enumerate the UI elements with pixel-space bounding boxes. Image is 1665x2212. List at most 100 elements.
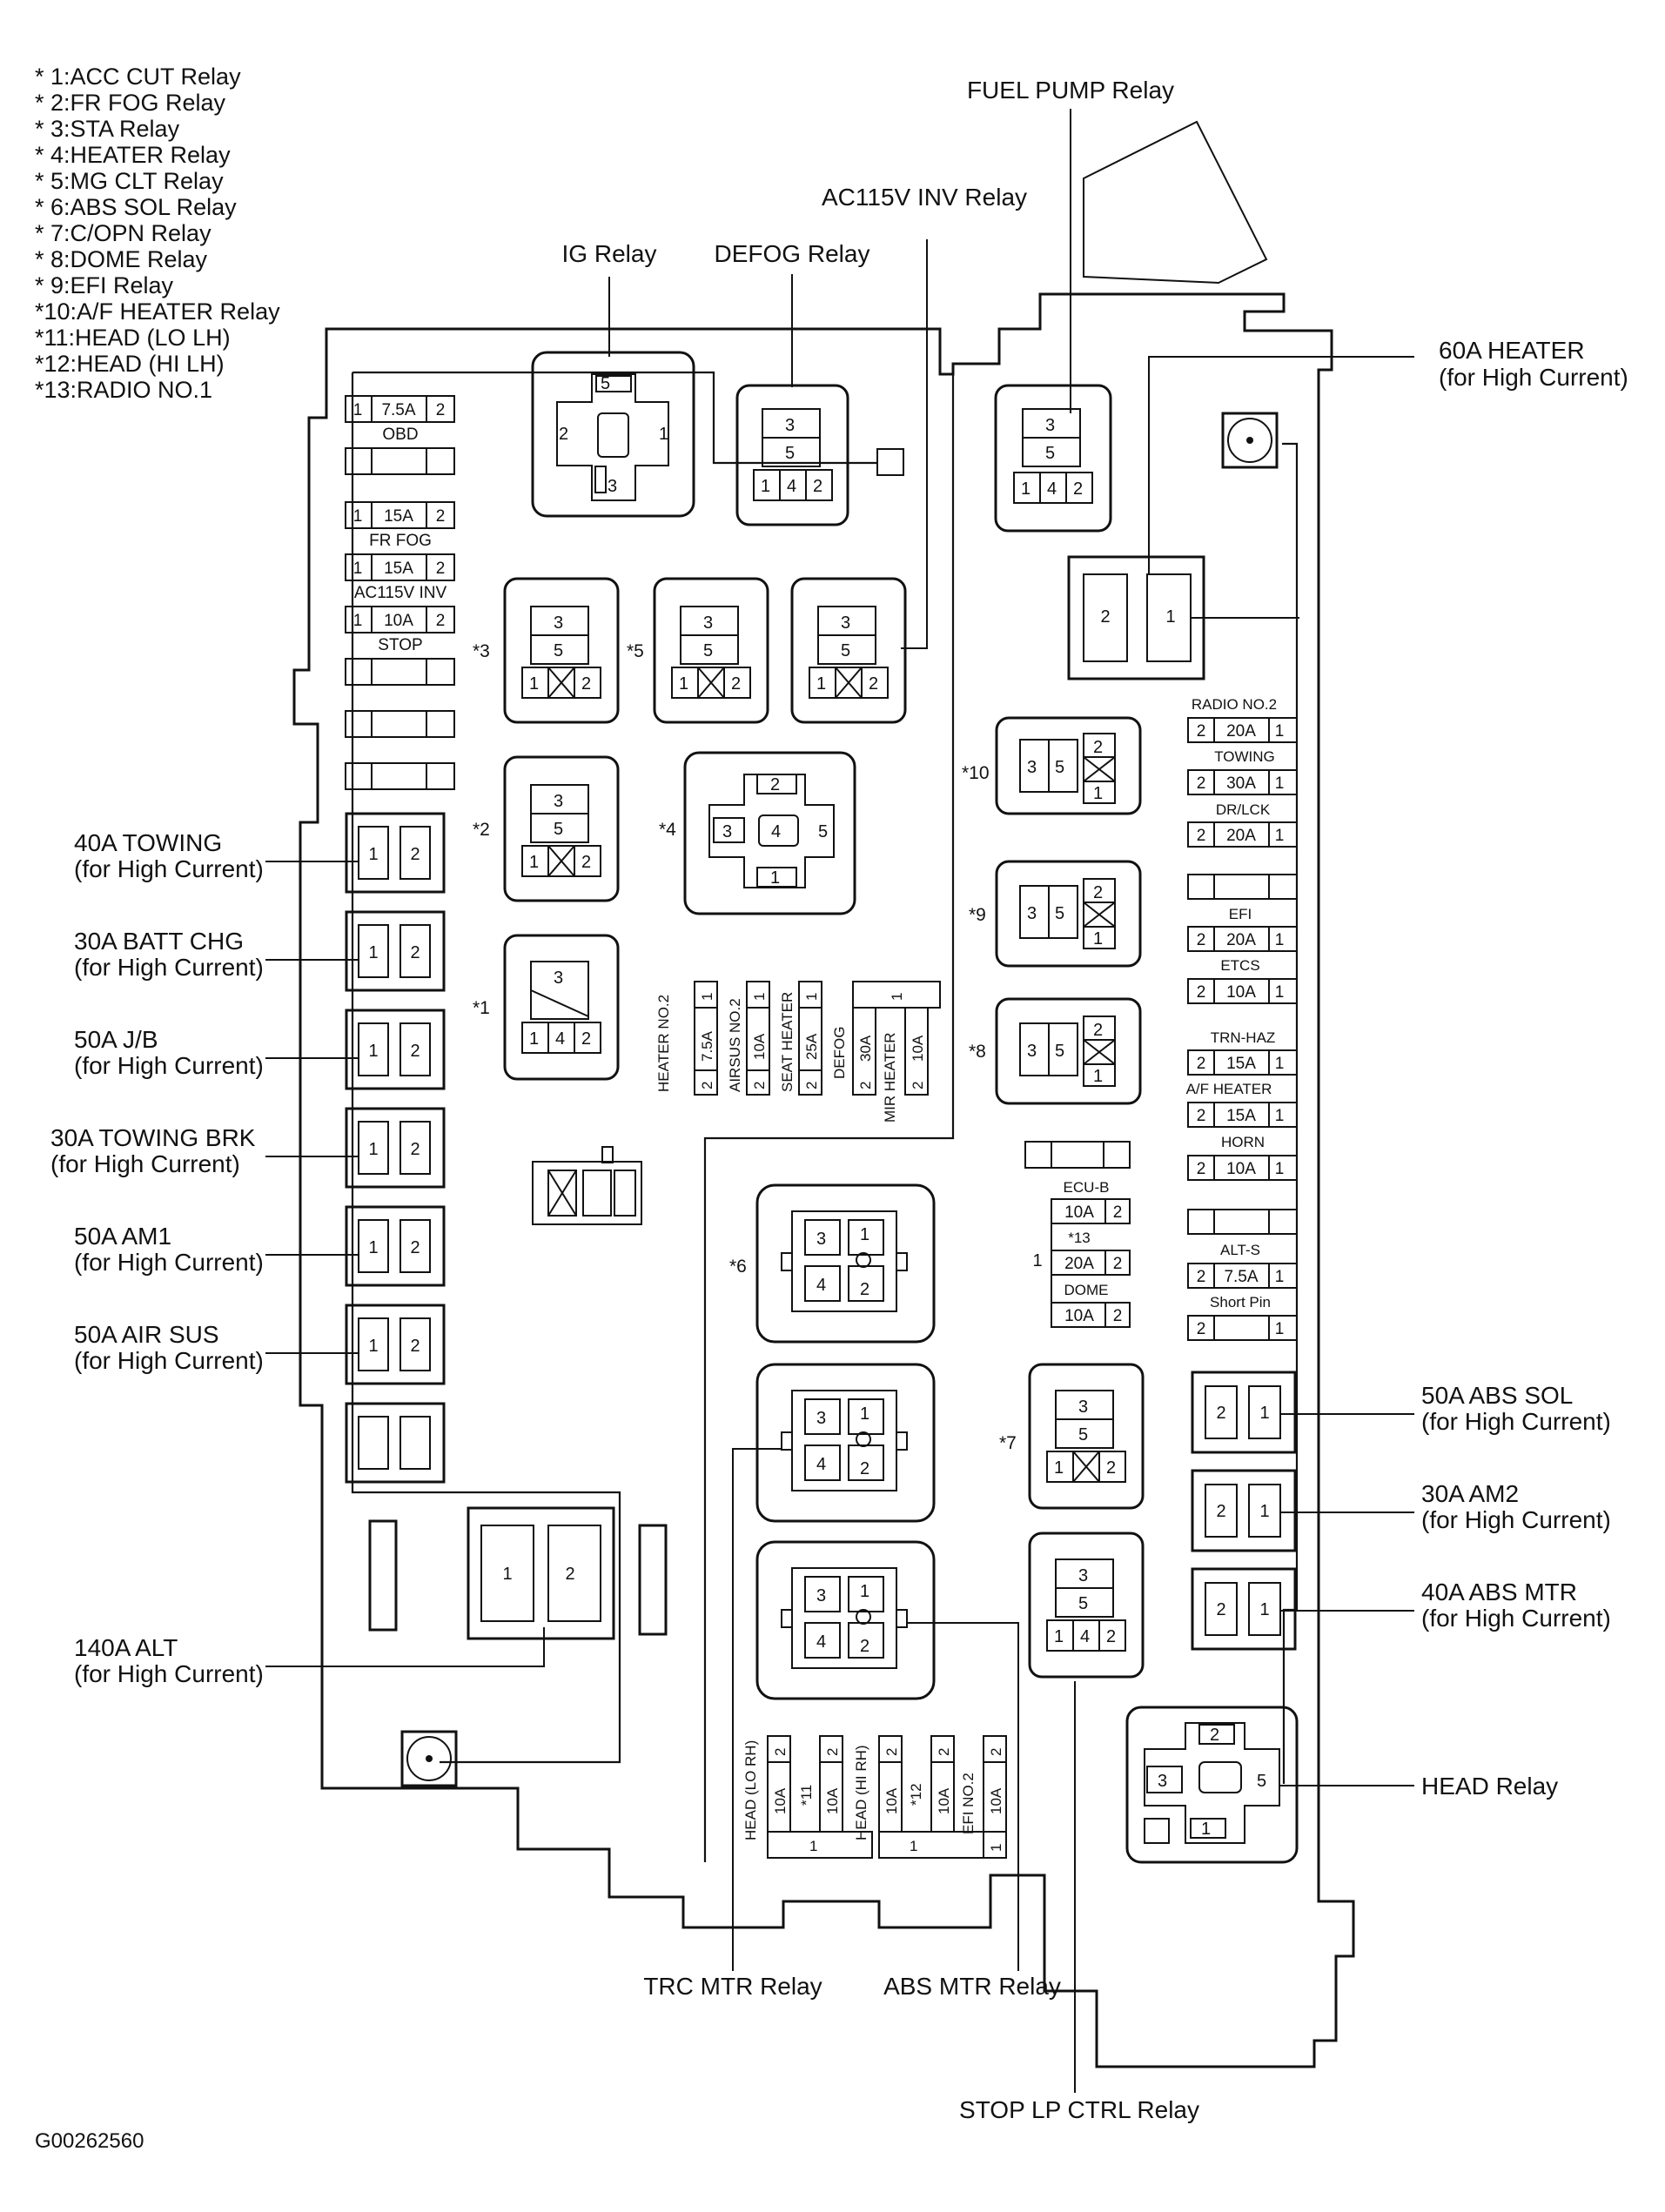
fuse-towing[interactable]: TOWING 2 30A 1 — [1187, 748, 1298, 795]
legend-line: * 7:C/OPN Relay — [35, 220, 211, 246]
legend-line: * 8:DOME Relay — [35, 246, 208, 272]
pin-label: 2 — [410, 1042, 420, 1061]
fuse-radio-no1[interactable]: *13 20A 2 — [1051, 1230, 1131, 1276]
fuse-amp: 10A — [751, 1033, 768, 1060]
fuse-defog[interactable]: DEFOG 30A 2 1 — [831, 981, 941, 1096]
head-relay[interactable]: 2 3 5 1 — [1125, 1706, 1299, 1864]
fuse-60a-heater[interactable]: 2 1 — [1067, 555, 1205, 680]
pin-label: 2 — [813, 477, 822, 496]
fuse-efi[interactable]: EFI 2 20A 1 — [1187, 906, 1298, 952]
spare-fuse-slot[interactable] — [1187, 874, 1298, 900]
pin-label: 1 — [529, 1029, 539, 1049]
defog-relay[interactable]: 3 5 1 4 2 — [735, 384, 849, 526]
fuse-horn[interactable]: HORN 2 10A 1 — [1187, 1134, 1298, 1181]
trc-mtr-relay[interactable]: 3 1 4 2 — [755, 1363, 936, 1523]
relay-dome[interactable]: 3 5 2 1 — [995, 997, 1142, 1105]
fuse-heater-no2[interactable]: HEATER NO.2 7.5A 1 2 — [655, 981, 718, 1096]
relay-sta[interactable]: 3 5 1 2 — [503, 577, 620, 724]
fuse-obd[interactable]: 1 7.5A 2 OBD — [345, 395, 455, 444]
ig-relay[interactable]: 5 2 1 3 — [531, 351, 695, 518]
relay-mg-clt[interactable]: 3 5 1 2 — [653, 577, 769, 724]
fuse-dr-lck[interactable]: DR/LCK 2 20A 1 — [1187, 801, 1298, 848]
pin-label: 2 — [1093, 738, 1103, 757]
fuse-head-lo-rh[interactable]: HEAD (LO RH) 2 10A — [742, 1735, 791, 1840]
fuse-seat-heater[interactable]: SEAT HEATER 25A 1 2 — [779, 981, 822, 1096]
fuse-alt-s[interactable]: ALT-S 2 7.5A 1 — [1187, 1242, 1298, 1289]
spare-fuse-slot[interactable] — [345, 447, 455, 475]
fuse-name: HEATER NO.2 — [655, 995, 672, 1092]
spare-fuse-slot[interactable] — [345, 762, 455, 790]
fuse-mir-heater[interactable]: MIR HEATER 10A 2 — [882, 1032, 926, 1123]
pin-label: 2 — [436, 401, 446, 419]
pin-label: 4 — [816, 1276, 826, 1295]
fuse-head-hi-lh[interactable]: *12 2 10A — [908, 1735, 955, 1833]
label-high-current: (for High Current) — [74, 1052, 264, 1079]
fuel-pump-relay[interactable]: 3 5 1 4 2 — [994, 384, 1112, 533]
fuse-ac115v-inv[interactable]: 1 15A 2 AC115V INV — [345, 553, 455, 602]
fuse-dome[interactable]: DOME 10A 2 — [1051, 1282, 1131, 1328]
abs-mtr-relay[interactable]: 3 1 4 2 — [755, 1540, 936, 1700]
fuse-af-heater[interactable]: A/F HEATER 2 15A 1 — [1186, 1081, 1298, 1128]
spare-fuse-slot[interactable] — [345, 658, 455, 686]
fuse-amp: 10A — [384, 612, 413, 630]
fuse-fr-fog[interactable]: 1 15A 2 FR FOG — [345, 501, 455, 550]
relay-af-heater[interactable]: 3 5 2 1 — [995, 716, 1142, 815]
spare-fuse-slot[interactable] — [1024, 1141, 1131, 1169]
pin-label: 2 — [581, 853, 591, 872]
label-high-current: (for High Current) — [1439, 364, 1628, 391]
relay-c-opn[interactable]: 3 5 1 2 — [1028, 1363, 1145, 1510]
fuse-stop[interactable]: 1 10A 2 STOP — [345, 606, 455, 654]
fuse-common-bar — [878, 1831, 984, 1859]
fuse-head-lo-lh[interactable]: *11 2 10A — [798, 1735, 843, 1833]
pin-label: 2 — [1197, 1268, 1206, 1286]
pin-label: 3 — [1027, 904, 1037, 923]
pin-label: 2 — [1197, 931, 1206, 949]
fuse-head-hi-rh[interactable]: HEAD (HI RH) 2 10A — [853, 1735, 903, 1840]
ac115v-inv-relay[interactable]: 3 5 1 2 — [790, 577, 907, 724]
fuse-name: ALT-S — [1220, 1242, 1260, 1258]
label-ig-relay: IG Relay — [562, 240, 657, 267]
pin-label: 2 — [883, 1748, 900, 1756]
fuse-140a-alt[interactable]: 1 2 — [467, 1506, 615, 1640]
pin-label: 5 — [703, 641, 713, 660]
fuse-box-outline — [292, 292, 1355, 2068]
pin-label: 2 — [860, 1459, 869, 1478]
pin-label: 3 — [554, 969, 563, 988]
fuse-efi-no2[interactable]: EFI NO.2 2 10A 1 — [960, 1735, 1007, 1859]
fuse-airsus-no2[interactable]: AIRSUS NO.2 10A 1 2 — [727, 981, 770, 1096]
stop-lp-ctrl-relay[interactable]: 3 5 1 4 2 — [1028, 1532, 1145, 1679]
relay-efi[interactable]: 3 5 2 1 — [995, 860, 1142, 968]
fuse-name: *13 — [1068, 1230, 1091, 1246]
pin-label: 2 — [436, 612, 446, 630]
fuse-ecu-b[interactable]: ECU-B 10A 2 — [1051, 1179, 1131, 1224]
relay-fr-fog[interactable]: 3 5 1 2 — [503, 755, 620, 902]
fuse-amp: 10A — [936, 1787, 952, 1814]
left-fuse-column: 1 7.5A 2 OBD 1 15A 2 FR FOG 1 15A 2 AC11… — [345, 395, 455, 790]
fuse-amp: 10A — [1226, 983, 1256, 1002]
fuse-radio-no2[interactable]: RADIO NO.2 2 20A 1 — [1187, 696, 1298, 743]
fuse-etcs[interactable]: ETCS 2 10A 1 — [1187, 957, 1298, 1004]
label-high-current: (for High Current) — [74, 954, 264, 981]
pin-label: 2 — [936, 1748, 952, 1756]
fuse-trn-haz[interactable]: TRN-HAZ 2 15A 1 — [1187, 1029, 1298, 1076]
spare-fuse-slot[interactable] — [1187, 1209, 1298, 1235]
relay-acc-cut[interactable]: 3 1 4 2 — [503, 934, 620, 1081]
spare-fuse-slot[interactable] — [345, 710, 455, 738]
fuse-amp: 15A — [384, 560, 413, 578]
legend-line: *10:A/F HEATER Relay — [35, 298, 280, 325]
relay-heater[interactable]: 2 3 4 5 1 — [683, 751, 856, 915]
label-head-relay: HEAD Relay — [1421, 1773, 1558, 1800]
spare-high-current-slot[interactable] — [345, 1402, 446, 1484]
relay-abs-sol[interactable]: 3 1 4 2 — [755, 1183, 936, 1344]
short-pin[interactable]: Short Pin 2 1 — [1187, 1294, 1298, 1341]
